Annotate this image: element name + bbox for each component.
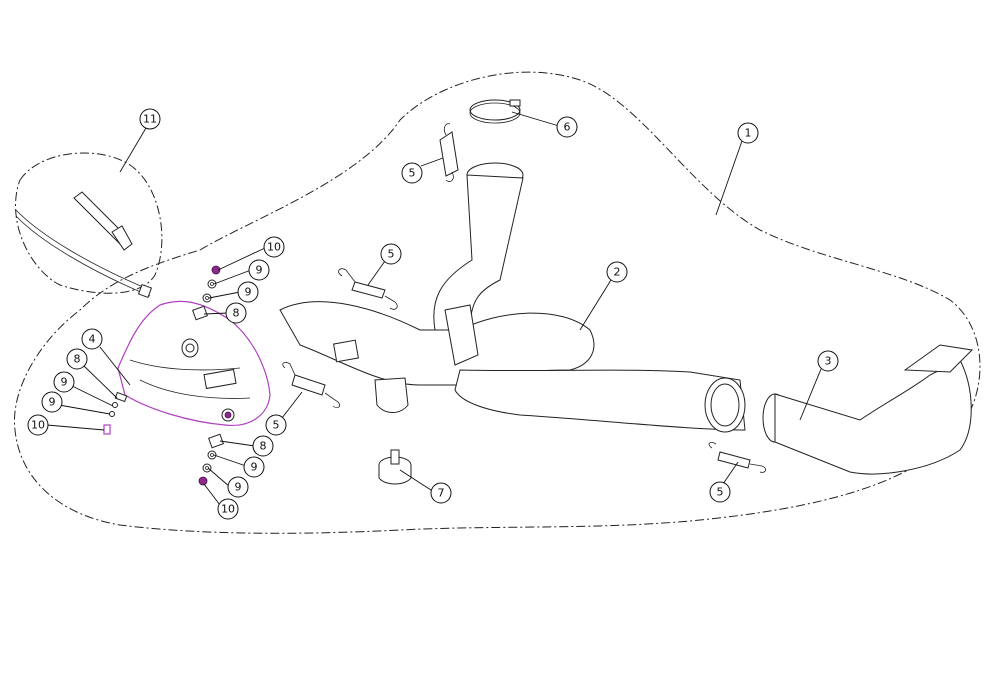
callout-label-3: 3 [825,355,832,368]
callout-label-5d: 5 [717,486,724,499]
callout-label-10a: 10 [267,241,281,254]
callout-label-8b: 8 [260,440,267,453]
springs-part [282,123,766,473]
callout-label-9f: 9 [49,396,56,409]
callout-5-spring-right: 5 [709,481,731,503]
callout-label-8c: 8 [74,353,81,366]
callout-3: 3 [817,350,839,372]
callout-9-bottom-1: 9 [243,456,265,478]
callout-label-6: 6 [564,121,571,134]
leader-lines [46,111,822,510]
callout-8-left: 8 [66,348,88,370]
callout-9-left-1: 9 [53,371,75,393]
callout-label-4: 4 [89,333,96,346]
callout-label-9a: 9 [256,264,263,277]
callout-label-8a: 8 [233,307,240,320]
callout-label-9d: 9 [235,481,242,494]
callout-9-top-2: 9 [237,281,259,303]
callout-9-top-1: 9 [248,259,270,281]
callout-10-top: 10 [263,236,285,258]
callout-5-spring-top: 5 [401,162,423,184]
callout-4: 4 [81,328,103,350]
callout-label-5a: 5 [409,167,416,180]
callout-2: 2 [606,261,628,283]
callout-label-7: 7 [438,487,445,500]
callout-9-bottom-2: 9 [227,476,249,498]
callout-label-9b: 9 [245,286,252,299]
callout-11: 11 [139,108,161,130]
callout-label-11: 11 [143,113,157,126]
header-pipes-part [279,162,746,433]
callout-8-bottom: 8 [252,435,274,457]
callout-5-spring-mid: 5 [380,243,402,265]
kit-parts [15,191,153,299]
callout-9-left-2: 9 [41,391,63,413]
callout-label-5b: 5 [388,248,395,261]
kit-boundary-outline [15,152,163,294]
callout-label-10c: 10 [31,419,45,432]
callout-label-5c: 5 [273,419,280,432]
callout-5-spring-left: 5 [265,414,287,436]
callout-7: 7 [430,482,452,504]
callout-10-left: 10 [27,414,49,436]
callout-label-9e: 9 [61,376,68,389]
assembly-boundary-outline [13,71,981,534]
callout-label-9c: 9 [251,461,258,474]
heat-shield-part [117,300,271,427]
callout-10-bottom: 10 [217,498,239,520]
clamp-part [469,99,521,124]
callout-6: 6 [556,116,578,138]
hardware-parts [103,265,224,486]
rubber-mount-part [378,449,412,485]
callout-label-10b: 10 [221,503,235,516]
callout-8-top: 8 [225,302,247,324]
callout-label-1: 1 [745,127,752,140]
end-pipe-part [762,344,974,475]
callout-label-2: 2 [614,266,621,279]
callout-1: 1 [737,122,759,144]
